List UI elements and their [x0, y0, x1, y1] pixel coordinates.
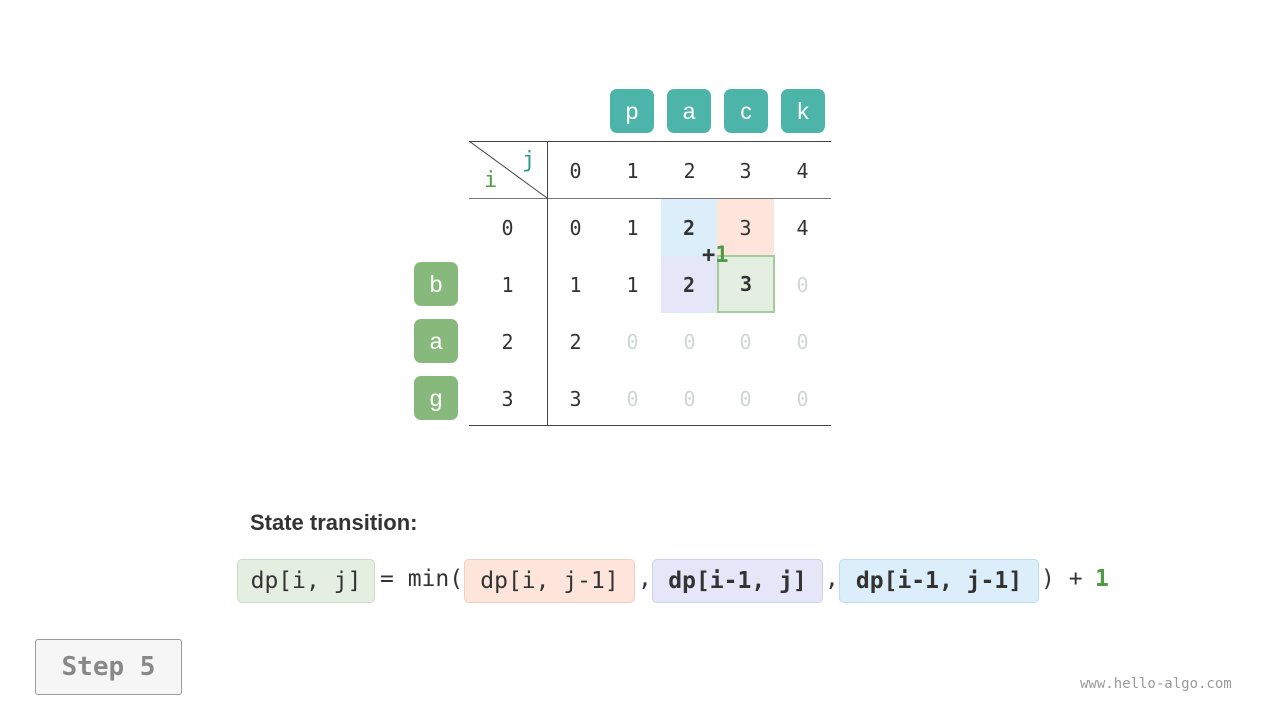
row-header: 1 — [501, 272, 514, 297]
row-header: 0 — [501, 215, 514, 240]
dp-cell-empty: 0 — [683, 386, 696, 411]
corner-diagonal — [469, 141, 548, 199]
dp-cell-empty: 0 — [626, 329, 639, 354]
dp-cell: 4 — [796, 215, 809, 240]
plus-sign: + — [702, 243, 716, 268]
row-header: 2 — [501, 329, 514, 354]
formula-separator: , — [638, 566, 652, 592]
plus-value: 1 — [715, 243, 729, 268]
dp-cell: 1 — [626, 272, 639, 297]
dp-cell: 0 — [569, 215, 582, 240]
dp-cell: 1 — [626, 215, 639, 240]
dp-cell-diagonal-source: 2 — [661, 199, 717, 256]
col-header: 0 — [569, 158, 582, 183]
formula-target: dp[i, j] — [237, 559, 375, 603]
col-header: 3 — [739, 158, 752, 183]
formula-left-term: dp[i, j-1] — [464, 559, 635, 603]
dp-cell: 2 — [569, 329, 582, 354]
plus-one-annotation: +1 — [702, 243, 729, 268]
formula-up-term: dp[i-1, j] — [652, 559, 823, 603]
dp-cell: 3 — [569, 386, 582, 411]
source-char-chip: g — [414, 376, 458, 420]
table-bottom-border — [469, 425, 831, 426]
row-header: 3 — [501, 386, 514, 411]
watermark: www.hello-algo.com — [1080, 676, 1232, 692]
target-char-chip: k — [781, 89, 825, 133]
dp-cell-empty: 0 — [683, 329, 696, 354]
dp-cell-current: 3 — [717, 255, 775, 313]
state-transition-label: State transition: — [250, 510, 418, 535]
dp-cell-up-source: 2 — [661, 256, 717, 313]
formula-close: ) + — [1041, 566, 1083, 592]
dp-cell-empty: 0 — [739, 329, 752, 354]
table-header-divider — [469, 198, 831, 199]
dp-cell: 1 — [569, 272, 582, 297]
dp-cell-empty: 0 — [739, 386, 752, 411]
corner-j-label: j — [522, 148, 536, 173]
col-header: 1 — [626, 158, 639, 183]
dp-cell-empty: 0 — [796, 329, 809, 354]
dp-cell-empty: 0 — [796, 272, 809, 297]
col-header: 2 — [683, 158, 696, 183]
formula-separator: , — [825, 566, 839, 592]
formula-equals-min: = min( — [380, 566, 464, 592]
step-button[interactable]: Step 5 — [35, 639, 182, 695]
target-char-chip: p — [610, 89, 654, 133]
table-vertical-divider — [547, 141, 548, 426]
formula-plus-value: 1 — [1095, 566, 1109, 592]
dp-cell-left-source: 3 — [717, 199, 774, 256]
source-char-chip: b — [414, 262, 458, 306]
source-char-chip: a — [414, 319, 458, 363]
dp-cell-empty: 0 — [796, 386, 809, 411]
corner-i-label: i — [484, 168, 498, 193]
dp-cell-empty: 0 — [626, 386, 639, 411]
table-top-border — [469, 141, 831, 142]
formula-diag-term: dp[i-1, j-1] — [839, 559, 1039, 603]
target-char-chip: a — [667, 89, 711, 133]
target-char-chip: c — [724, 89, 768, 133]
col-header: 4 — [796, 158, 809, 183]
